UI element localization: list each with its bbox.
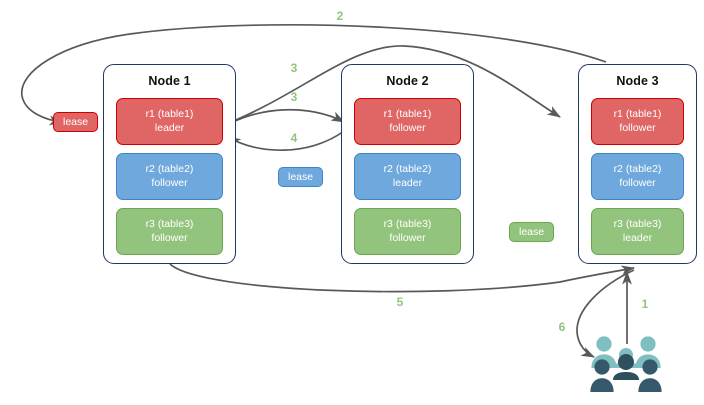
node-1-replica-r3-role: follower <box>151 231 188 244</box>
node-3-title: Node 3 <box>616 74 659 88</box>
edge-3-replicate-node2 <box>223 108 345 128</box>
step-label-5: 5 <box>396 295 404 309</box>
node-1-replica-r2-range: r2 (table2) <box>145 163 194 175</box>
node-2-replica-r2-range: r2 (table2) <box>383 163 432 175</box>
edge-5-response <box>169 263 636 293</box>
node-1-replica-r1-role: leader <box>154 121 185 134</box>
node-2-replica-r3[interactable]: r3 (table3) follower <box>354 208 461 255</box>
node-3-replica-r1-role: follower <box>619 121 656 134</box>
step-label-3a: 3 <box>290 61 298 75</box>
node-1-replica-r3[interactable]: r3 (table3) follower <box>116 208 223 255</box>
node-3-container[interactable]: Node 3 r1 (table1) follower r2 (table2) … <box>578 64 697 264</box>
node-1-replica-r3-range: r3 (table3) <box>145 218 194 230</box>
step-label-1: 1 <box>641 297 649 311</box>
node-3-replica-r1[interactable]: r1 (table1) follower <box>591 98 684 145</box>
lease-chip-table3[interactable]: lease <box>509 222 555 242</box>
node-2-replica-r3-range: r3 (table3) <box>383 218 432 230</box>
node-1-title: Node 1 <box>148 74 191 88</box>
node-2-container[interactable]: Node 2 r1 (table1) follower r2 (table2) … <box>341 64 474 264</box>
lease-chip-table1[interactable]: lease <box>53 112 99 132</box>
users-group-icon <box>590 336 662 392</box>
node-2-replica-r1-role: follower <box>389 121 426 134</box>
node-3-replica-r3[interactable]: r3 (table3) leader <box>591 208 684 255</box>
node-3-replica-r3-role: leader <box>622 231 653 244</box>
step-label-4: 4 <box>290 131 298 145</box>
node-2-title: Node 2 <box>386 74 429 88</box>
step-label-2: 2 <box>336 9 344 23</box>
node-2-replica-r2-role: leader <box>392 176 423 189</box>
step-label-6: 6 <box>558 320 566 334</box>
node-3-replica-r2[interactable]: r2 (table2) follower <box>591 153 684 200</box>
lease-chip-table2[interactable]: lease <box>278 167 324 187</box>
node-1-replica-r1-range: r1 (table1) <box>145 108 194 120</box>
node-1-replica-r2[interactable]: r2 (table2) follower <box>116 153 223 200</box>
step-label-3b: 3 <box>290 90 298 104</box>
node-2-replica-r2[interactable]: r2 (table2) leader <box>354 153 461 200</box>
node-1-replica-r2-role: follower <box>151 176 188 189</box>
node-1-replica-r1[interactable]: r1 (table1) leader <box>116 98 223 145</box>
node-1-container[interactable]: Node 1 r1 (table1) leader r2 (table2) fo… <box>103 64 236 264</box>
node-2-replica-r1[interactable]: r1 (table1) follower <box>354 98 461 145</box>
node-2-replica-r1-range: r1 (table1) <box>383 108 432 120</box>
node-3-replica-r2-role: follower <box>619 176 656 189</box>
node-3-replica-r3-range: r3 (table3) <box>613 218 662 230</box>
node-3-replica-r2-range: r2 (table2) <box>613 163 662 175</box>
node-3-replica-r1-range: r1 (table1) <box>613 108 662 120</box>
node-2-replica-r3-role: follower <box>389 231 426 244</box>
